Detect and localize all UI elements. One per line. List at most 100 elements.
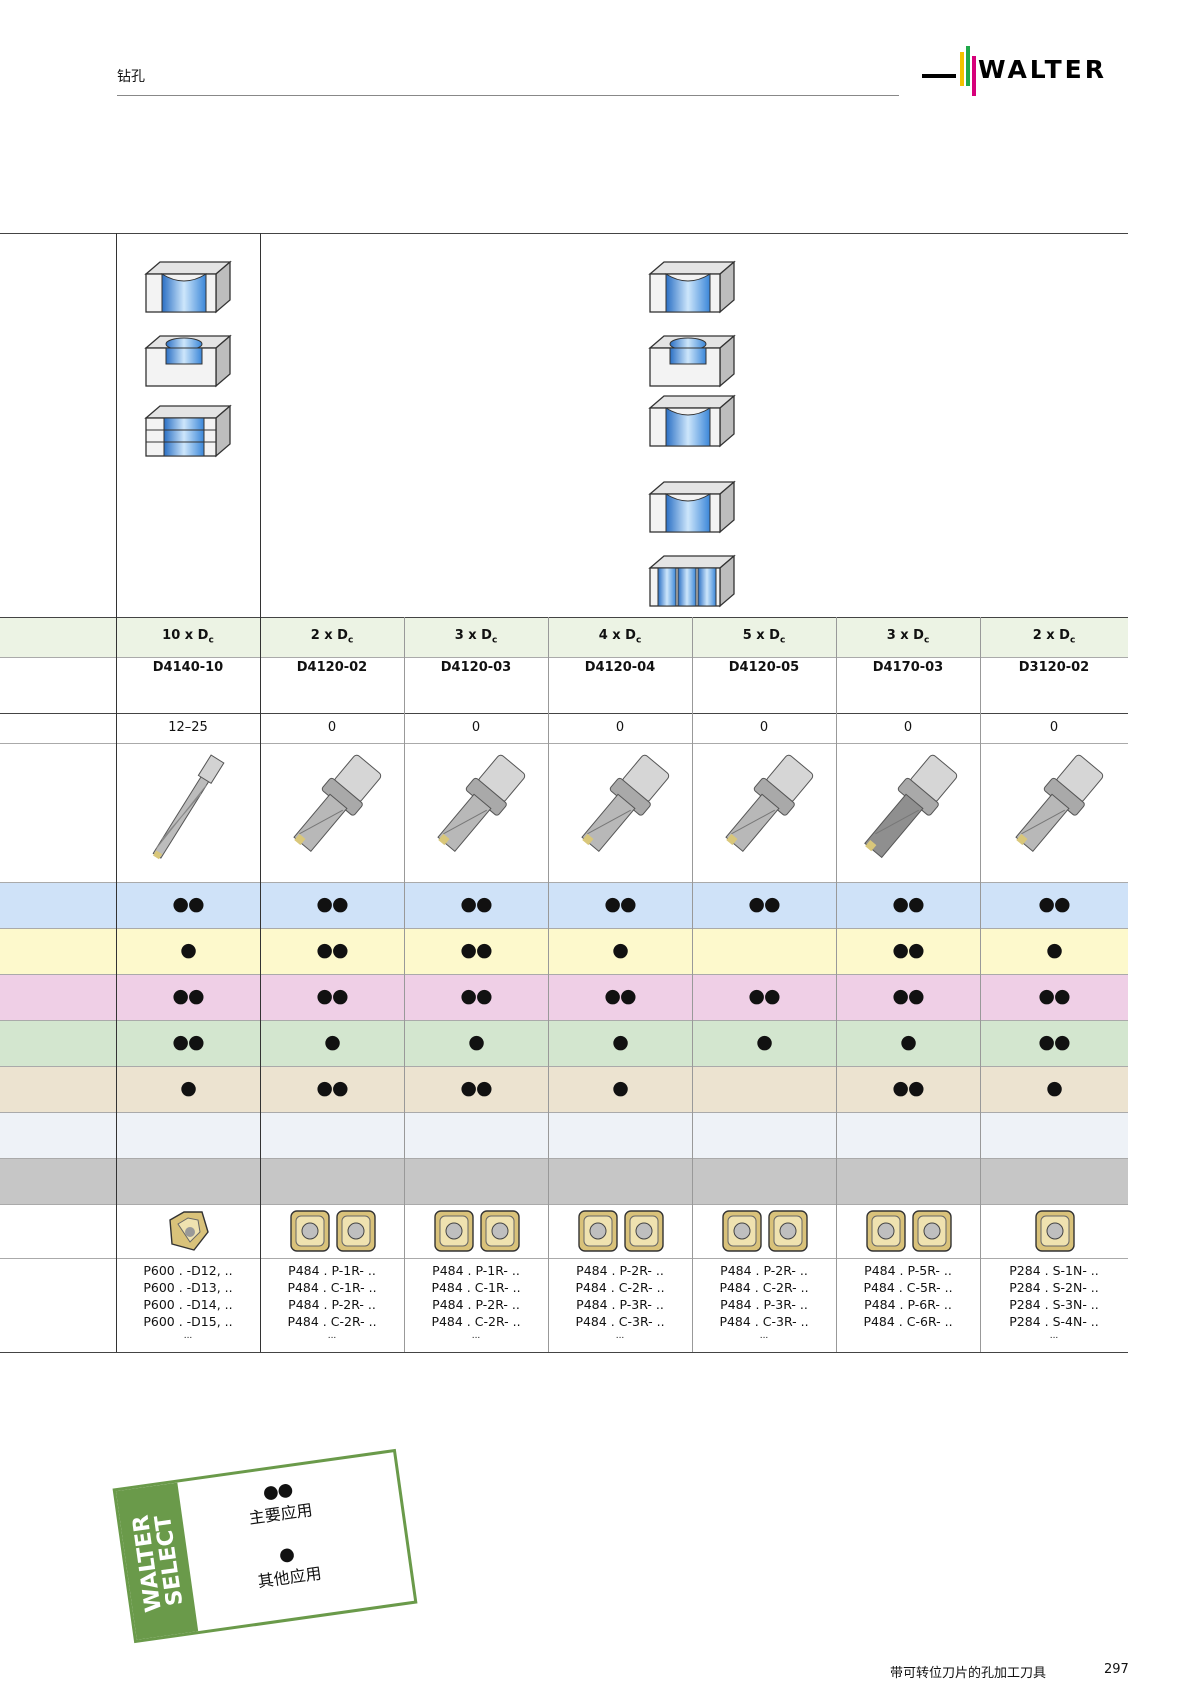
column-divider — [692, 617, 693, 1352]
insert-code: P600 . -D12, .. — [143, 1263, 233, 1278]
tool-designation: D3120-02 — [1018, 660, 1090, 675]
material-band — [0, 1158, 1128, 1204]
table-rule — [0, 928, 1128, 929]
column-divider — [116, 233, 117, 1352]
insert-image — [290, 1210, 376, 1252]
column-divider — [980, 617, 981, 1352]
material-band — [0, 882, 1128, 928]
length-main: 2 x D — [1032, 628, 1070, 643]
length-subscript: c — [635, 635, 642, 646]
application-rating: ●● — [748, 893, 780, 915]
insert-code: P484 . C-2R- .. — [719, 1280, 809, 1295]
insert-code: P284 . S-4N- .. — [1009, 1314, 1099, 1329]
application-rating: ●● — [172, 1031, 204, 1053]
application-rating: ●● — [1038, 985, 1070, 1007]
column-divider — [836, 617, 837, 1352]
application-rating: ●● — [1038, 893, 1070, 915]
length-main: 5 x D — [742, 628, 780, 643]
application-rating: ● — [900, 1031, 917, 1053]
page-number: 297 — [1104, 1662, 1129, 1677]
insert-code: ... — [1049, 1331, 1059, 1341]
application-rating: ●● — [892, 1077, 924, 1099]
length-main: 3 x D — [454, 628, 492, 643]
length-subscript: c — [923, 635, 930, 646]
material-band — [0, 1112, 1128, 1158]
tool-value: 0 — [759, 720, 769, 735]
insert-code: P484 . C-2R- .. — [287, 1314, 377, 1329]
application-rating: ● — [468, 1031, 485, 1053]
length-header: 10 x Dc — [116, 628, 260, 646]
insert-code-list: P600 . -D12, ..P600 . -D13, ..P600 . -D1… — [116, 1262, 260, 1342]
material-band — [0, 974, 1128, 1020]
machining-operation-icon — [144, 260, 232, 314]
tool-designation: D4120-03 — [440, 660, 512, 675]
table-rule — [0, 743, 1128, 744]
column-divider — [404, 617, 405, 1352]
length-subscript: c — [208, 635, 214, 646]
application-rating: ● — [324, 1031, 341, 1053]
indexable-drill-image — [152, 754, 225, 860]
length-main: 4 x D — [598, 628, 636, 643]
tool-value: 12–25 — [168, 720, 208, 735]
length-main: 2 x D — [310, 628, 348, 643]
insert-code: P284 . S-3N- .. — [1009, 1297, 1099, 1312]
indexable-drill-image — [437, 754, 526, 853]
application-rating: ● — [1046, 1077, 1063, 1099]
insert-code: P484 . P-2R- .. — [288, 1297, 376, 1312]
indexable-drill-image — [581, 754, 670, 853]
machining-operation-icon — [648, 554, 736, 608]
length-header: 2 x Dc — [980, 628, 1128, 646]
application-rating: ● — [612, 1077, 629, 1099]
table-rule — [0, 882, 1128, 883]
legend-primary: ●● 主要应用 — [212, 1474, 347, 1534]
length-header: 4 x Dc — [548, 628, 692, 646]
column-divider — [548, 617, 549, 1352]
insert-code: P484 . P-3R- .. — [576, 1297, 664, 1312]
length-header: 3 x Dc — [836, 628, 980, 646]
insert-code-list: P484 . P-2R- ..P484 . C-2R- ..P484 . P-3… — [692, 1262, 836, 1342]
material-band — [0, 1066, 1128, 1112]
length-main: 10 x D — [162, 628, 209, 643]
insert-code: P484 . P-1R- .. — [432, 1263, 520, 1278]
footer-title: 带可转位刀片的孔加工刀具 — [890, 1666, 1047, 1681]
indexable-drill-image — [725, 754, 814, 853]
application-rating: ●● — [172, 985, 204, 1007]
application-rating: ●● — [604, 893, 636, 915]
insert-code: P484 . P-6R- .. — [864, 1297, 952, 1312]
application-rating: ●● — [1038, 1031, 1070, 1053]
legend-secondary: ● 其他应用 — [221, 1537, 356, 1597]
machining-operation-icon — [144, 334, 232, 388]
insert-code: P484 . C-6R- .. — [863, 1314, 953, 1329]
logo-dash — [922, 74, 956, 78]
logo-bar-green — [966, 46, 970, 86]
logo-bar-yellow — [960, 52, 964, 86]
tool-value: 0 — [615, 720, 625, 735]
application-rating: ●● — [604, 985, 636, 1007]
machining-operation-icon — [648, 260, 736, 314]
insert-code: P484 . P-2R- .. — [432, 1297, 520, 1312]
insert-code: P600 . -D14, .. — [143, 1297, 233, 1312]
table-rule — [0, 233, 1128, 234]
application-rating: ●● — [460, 1077, 492, 1099]
insert-image — [169, 1211, 209, 1251]
insert-code: P484 . P-2R- .. — [720, 1263, 808, 1278]
insert-code: P284 . S-2N- .. — [1009, 1280, 1099, 1295]
table-rule — [0, 1020, 1128, 1021]
application-rating: ●● — [892, 985, 924, 1007]
logo-wordmark: WALTER — [978, 55, 1107, 84]
insert-code: P484 . P-2R- .. — [576, 1263, 664, 1278]
application-rating: ● — [180, 1077, 197, 1099]
insert-code: P484 . C-3R- .. — [719, 1314, 809, 1329]
insert-image — [434, 1210, 520, 1252]
length-header: 3 x Dc — [404, 628, 548, 646]
walter-logo: WALTER — [922, 46, 1128, 96]
column-divider — [260, 233, 261, 1352]
application-rating: ●● — [460, 985, 492, 1007]
insert-image — [1035, 1210, 1075, 1252]
insert-code-list: P484 . P-1R- ..P484 . C-1R- ..P484 . P-2… — [404, 1262, 548, 1342]
application-rating: ●● — [316, 939, 348, 961]
insert-code-list: P484 . P-2R- ..P484 . C-2R- ..P484 . P-3… — [548, 1262, 692, 1342]
application-rating: ●● — [172, 893, 204, 915]
insert-code: P484 . C-5R- .. — [863, 1280, 953, 1295]
